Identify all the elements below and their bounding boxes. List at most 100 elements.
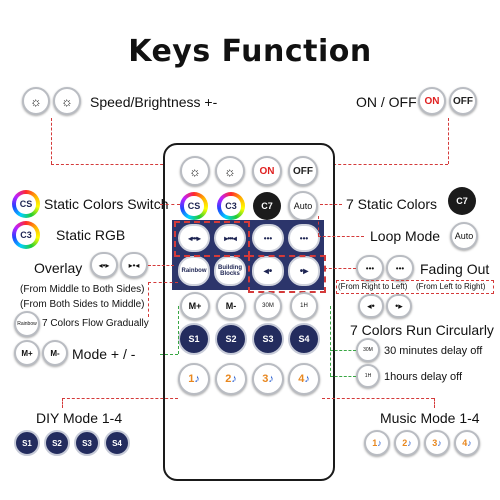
remote-music-3-button[interactable]: 3♪ bbox=[252, 363, 284, 395]
remote-overlay-in-button[interactable]: ▸•••◂ bbox=[214, 224, 246, 252]
diy-2-legend-icon: S2 bbox=[44, 430, 70, 456]
connector-line bbox=[160, 204, 180, 205]
delay-1h-label: 1hours delay off bbox=[384, 371, 463, 383]
remote-run-left-button[interactable]: ◂• bbox=[252, 256, 284, 286]
overlay-label: Overlay bbox=[34, 260, 83, 276]
connector-line bbox=[148, 282, 149, 317]
run-left-legend-icon: ◂• bbox=[358, 294, 384, 318]
cs-legend-icon: CS bbox=[12, 190, 40, 218]
music-note-icon: ♪ bbox=[407, 438, 412, 448]
fading-out-label: Fading Out bbox=[420, 261, 490, 277]
music-note-icon: ♪ bbox=[304, 373, 310, 385]
remote-c3-button[interactable]: C3 bbox=[217, 192, 245, 220]
connector-line bbox=[51, 164, 173, 165]
connector-line bbox=[434, 398, 435, 408]
connector-line bbox=[51, 118, 52, 164]
remote-rainbow-button[interactable]: Rainbow bbox=[178, 256, 210, 286]
from-middle-both-label: (From Middle to Both Sides) bbox=[20, 284, 145, 295]
music-note-icon: ♪ bbox=[194, 373, 200, 385]
connector-line bbox=[322, 398, 434, 399]
static-rgb-label: Static RGB bbox=[56, 227, 126, 243]
remote-off-button[interactable]: OFF bbox=[288, 156, 318, 186]
dots-icon: ◂•▸ bbox=[98, 260, 110, 270]
remote-on-button[interactable]: ON bbox=[252, 156, 282, 186]
remote-diy-1-button[interactable]: S1 bbox=[178, 323, 210, 355]
music-3-legend-icon: 3♪ bbox=[424, 430, 450, 456]
sun-icon: ☼ bbox=[189, 163, 201, 179]
remote-timer-1h-button[interactable]: 1H bbox=[290, 292, 318, 320]
remote-speed-minus[interactable]: ☼ bbox=[215, 156, 245, 186]
music-note-icon: ♪ bbox=[467, 438, 472, 448]
music-note-icon: ♪ bbox=[231, 373, 237, 385]
connector-line bbox=[336, 280, 494, 294]
mode-minus-legend-icon: M- bbox=[42, 340, 68, 366]
diy-3-legend-icon: S3 bbox=[74, 430, 100, 456]
connector-line bbox=[178, 306, 179, 354]
sun-icon: ☼ bbox=[61, 93, 73, 109]
remote-timer-30m-button[interactable]: 30M bbox=[254, 292, 282, 320]
remote-run-right-button[interactable]: •▸ bbox=[288, 256, 320, 286]
fade-right-legend-icon: ••• bbox=[356, 255, 384, 281]
timer-1h-legend-icon: 1H bbox=[356, 364, 380, 388]
on-off-label: ON / OFF bbox=[356, 94, 417, 110]
remote-diy-4-button[interactable]: S4 bbox=[288, 323, 320, 355]
remote-fade-left-button[interactable]: ••• bbox=[288, 224, 320, 252]
dots-icon: ▸•◂ bbox=[128, 260, 140, 270]
static-colors-switch-label: Static Colors Switch bbox=[44, 196, 169, 212]
on-button-legend[interactable]: ON bbox=[418, 87, 446, 115]
mode-plus-minus-label: Mode + / - bbox=[72, 346, 136, 362]
dots-icon: ◂•••▸ bbox=[188, 233, 200, 243]
connector-line bbox=[448, 118, 449, 164]
page-title: Keys Function bbox=[128, 34, 372, 69]
dots-icon: ••• bbox=[365, 263, 375, 273]
remote-music-1-button[interactable]: 1♪ bbox=[178, 363, 210, 395]
sun-icon: ☼ bbox=[30, 93, 42, 109]
connector-line bbox=[148, 265, 174, 266]
c7-legend-icon: C7 bbox=[448, 187, 476, 215]
c3-legend-icon: C3 bbox=[12, 221, 40, 249]
dots-icon: ••• bbox=[299, 233, 309, 243]
speed-minus-button[interactable]: ☼ bbox=[53, 87, 81, 115]
remote-overlay-out-button[interactable]: ◂•••▸ bbox=[178, 224, 210, 252]
remote-auto-button[interactable]: Auto bbox=[288, 191, 318, 221]
remote-diy-3-button[interactable]: S3 bbox=[252, 323, 284, 355]
seven-static-colors-label: 7 Static Colors bbox=[346, 196, 438, 212]
connector-line bbox=[330, 306, 331, 376]
arrows-icon: ◂• bbox=[263, 265, 273, 277]
connector-line bbox=[160, 354, 178, 355]
right-to-left-label: (From Right to Left) bbox=[338, 282, 408, 291]
remote-building-blocks-button[interactable]: Building Blocks bbox=[214, 256, 246, 286]
music-mode-label: Music Mode 1-4 bbox=[380, 410, 480, 426]
fade-left-legend-icon: ••• bbox=[386, 255, 414, 281]
connector-line bbox=[62, 398, 63, 408]
remote-mode-plus-button[interactable]: M+ bbox=[180, 292, 210, 320]
remote-cs-button[interactable]: CS bbox=[180, 192, 208, 220]
remote-c7-button[interactable]: C7 bbox=[253, 192, 281, 220]
remote-fade-right-button[interactable]: ••• bbox=[252, 224, 284, 252]
speed-brightness-label: Speed/Brightness +- bbox=[90, 94, 218, 110]
remote-mode-minus-button[interactable]: M- bbox=[216, 292, 246, 320]
diy-mode-label: DIY Mode 1-4 bbox=[36, 410, 123, 426]
fade-group-outline bbox=[248, 255, 326, 293]
dots-icon: ••• bbox=[263, 233, 273, 243]
dots-icon: ▸•••◂ bbox=[224, 233, 236, 243]
connector-line bbox=[318, 216, 319, 236]
connector-line bbox=[324, 268, 356, 269]
arrows-icon: •▸ bbox=[395, 300, 403, 311]
connector-line bbox=[318, 236, 364, 237]
run-right-legend-icon: •▸ bbox=[386, 294, 412, 318]
remote-speed-plus[interactable]: ☼ bbox=[180, 156, 210, 186]
music-1-legend-icon: 1♪ bbox=[364, 430, 390, 456]
off-button-legend[interactable]: OFF bbox=[449, 87, 477, 115]
diy-4-legend-icon: S4 bbox=[104, 430, 130, 456]
diy-1-legend-icon: S1 bbox=[14, 430, 40, 456]
music-note-icon: ♪ bbox=[377, 438, 382, 448]
seven-run-label: 7 Colors Run Circularly bbox=[350, 322, 494, 338]
mode-plus-legend-icon: M+ bbox=[14, 340, 40, 366]
seven-flow-label: 7 Colors Flow Gradually bbox=[42, 318, 149, 329]
speed-plus-button[interactable]: ☼ bbox=[22, 87, 50, 115]
remote-music-2-button[interactable]: 2♪ bbox=[215, 363, 247, 395]
left-to-right-label: (From Left to Right) bbox=[416, 282, 486, 291]
remote-diy-2-button[interactable]: S2 bbox=[215, 323, 247, 355]
remote-music-4-button[interactable]: 4♪ bbox=[288, 363, 320, 395]
